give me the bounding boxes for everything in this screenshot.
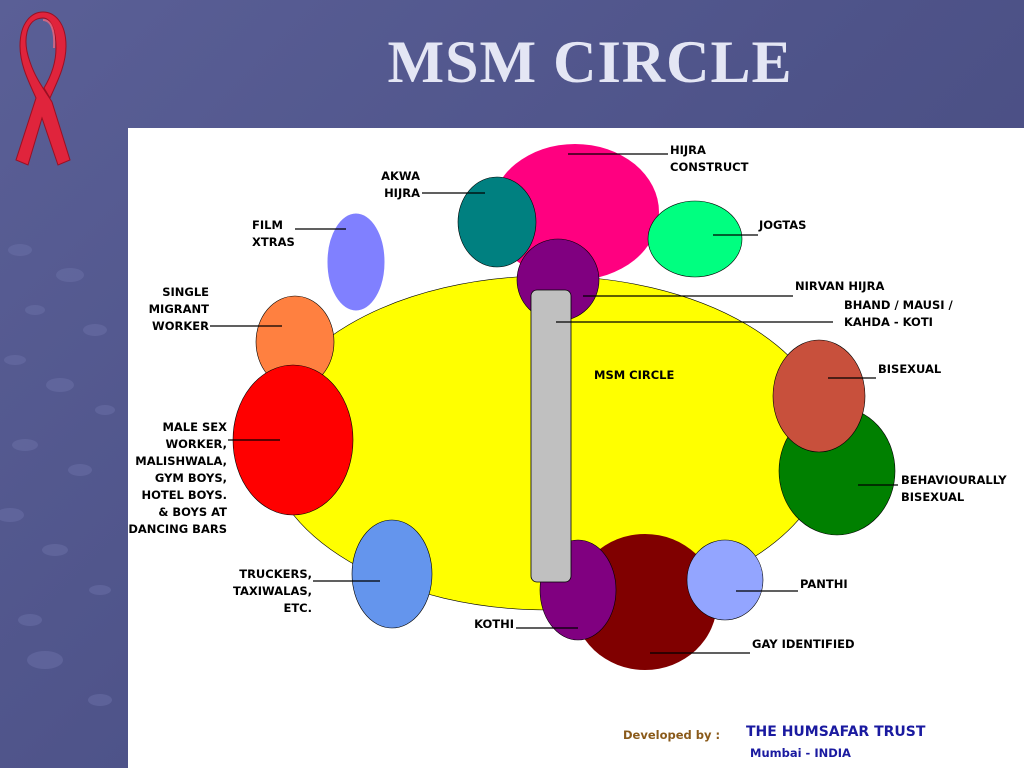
label-msm-circle-center: MSM CIRCLE [594,368,675,382]
diagram-panel: HIJRA CONSTRUCT AKWA HIJRA JOGTAS FILM X… [128,128,1024,768]
bar-bhand-mausi [530,289,572,583]
label-nirvan-hijra: NIRVAN HIJRA [795,279,885,293]
label-truckers-taxiwalas: TRUCKERS, TAXIWALAS, ETC. [233,567,312,615]
circle-bisexual [772,339,866,453]
slide-title: MSM CIRCLE [387,29,793,95]
label-panthi: PANTHI [800,577,848,591]
msm-circle-diagram [210,144,898,670]
credit-location: Mumbai - INDIA [750,746,851,760]
label-single-migrant-worker: SINGLE MIGRANT WORKER [148,285,209,333]
credit-developed-by: Developed by : [623,728,721,742]
circle-akwa-hijra [457,176,537,268]
label-bisexual: BISEXUAL [878,362,942,376]
label-akwa-hijra: AKWA HIJRA [381,169,420,200]
label-male-sex-worker: MALE SEX WORKER, MALISHWALA, GYM BOYS, H… [128,420,227,536]
label-hijra-construct: HIJRA CONSTRUCT [670,143,749,174]
circle-panthi [686,539,764,621]
label-bhand-mausi-kahda-koti: BHAND / MAUSI / KAHDA - KOTI [844,298,953,329]
circle-hijra-construct [491,144,659,280]
circle-film-xtras [326,212,386,312]
red-ribbon-icon [15,11,71,166]
leader-lines [210,153,898,654]
credit-organization: THE HUMSAFAR TRUST [746,724,926,740]
label-gay-identified: GAY IDENTIFIED [752,637,855,651]
label-jogtas: JOGTAS [759,218,807,232]
label-kothi: KOTHI [474,617,514,631]
background-bubbles [0,244,115,706]
label-film-xtras: FILM XTRAS [252,218,295,249]
circle-truckers [351,519,433,629]
label-behaviourally-bisexual: BEHAVIOURALLY BISEXUAL [901,473,1007,504]
circle-jogtas [647,200,743,278]
